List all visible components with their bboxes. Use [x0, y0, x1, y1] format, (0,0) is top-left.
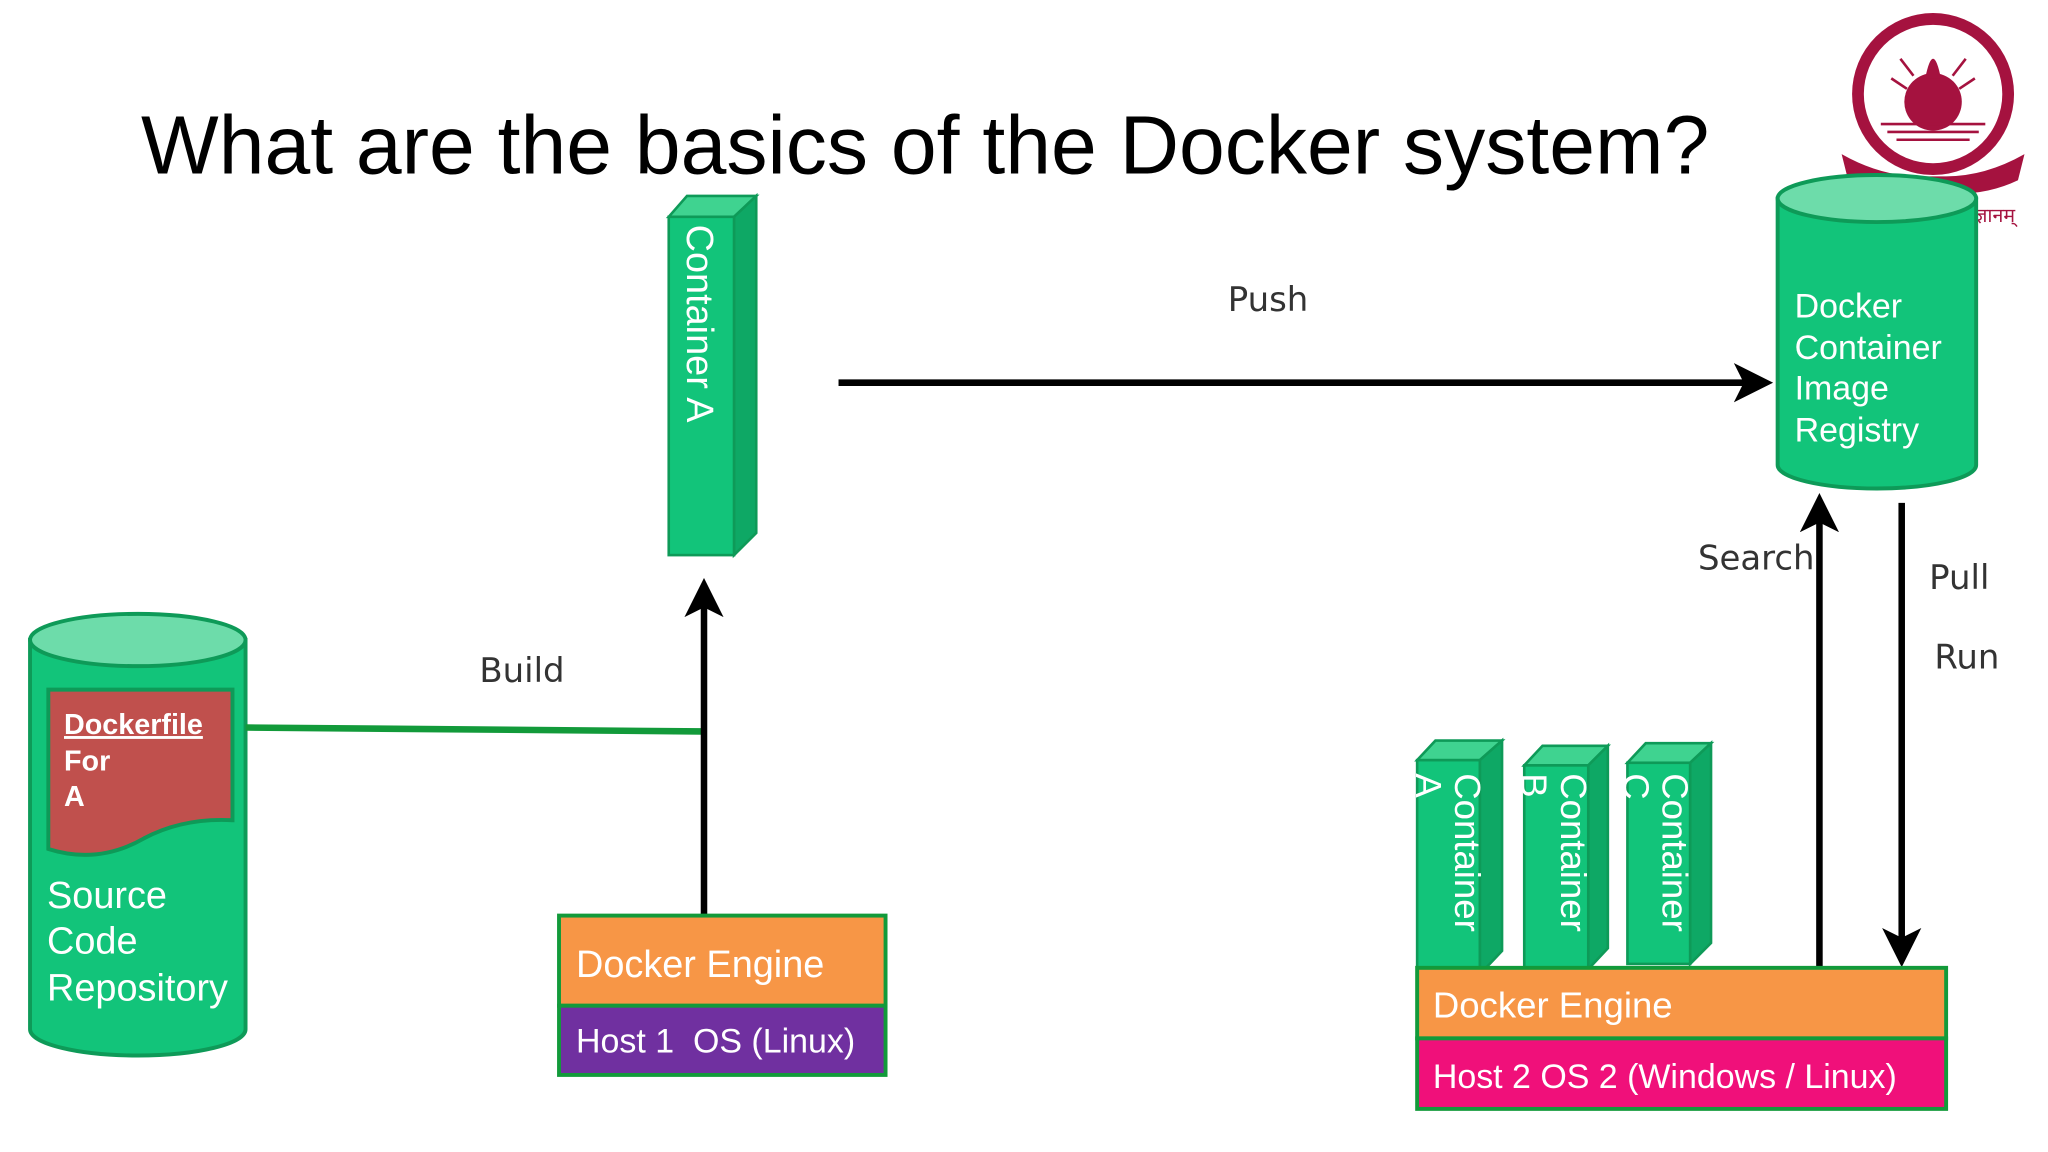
source-repo-label: Source Code Repository — [47, 875, 228, 1010]
svg-text:Dockerfile For A: Dockerfile For A — [64, 709, 211, 813]
host2-os-label: Host 2 OS 2 (Windows / Linux) — [1433, 1058, 1897, 1096]
build-label: Build — [479, 651, 564, 691]
registry-label: Docker Container Image Registry — [1795, 287, 1952, 449]
svg-text:Container: Container — [1655, 773, 1696, 932]
host1-stack: Docker Engine Host 1 OS (Linux) — [557, 913, 888, 1077]
dockerfile-label: Dockerfile — [64, 709, 203, 741]
search-label: Search — [1698, 538, 1815, 578]
host2-container-a: Container A — [1408, 737, 1506, 978]
run-label: Run — [1934, 638, 1999, 678]
container-a-box: Container A — [665, 192, 760, 559]
svg-text:ज्ञानम्: ज्ञानम् — [1975, 205, 2018, 227]
host2-container-b: Container B — [1514, 742, 1611, 973]
svg-text:A: A — [1408, 773, 1449, 798]
host1-os-label: Host 1 OS (Linux) — [576, 1023, 855, 1061]
svg-text:Container: Container — [1553, 773, 1594, 932]
dockerfile-document — [46, 687, 235, 857]
push-label: Push — [1228, 280, 1309, 320]
registry-cylinder: Docker Container Image Registry — [1775, 173, 1979, 491]
svg-text:C: C — [1616, 773, 1657, 799]
pull-label: Pull — [1929, 558, 1989, 598]
host2-engine-label: Docker Engine — [1433, 984, 1673, 1025]
svg-text:Container: Container — [1447, 773, 1488, 932]
host2-stack: Docker Engine Host 2 OS 2 (Windows / Lin… — [1415, 965, 1949, 1111]
container-a-label: Container A — [678, 225, 720, 424]
svg-text:B: B — [1514, 773, 1555, 797]
host1-engine-label: Docker Engine — [576, 944, 824, 986]
source-code-repository: Dockerfile For A Source Code Repository — [28, 611, 248, 1058]
build-line — [245, 724, 702, 735]
page-title: What are the basics of the Docker system… — [141, 101, 1709, 192]
host2-container-c: Container C — [1616, 740, 1715, 968]
